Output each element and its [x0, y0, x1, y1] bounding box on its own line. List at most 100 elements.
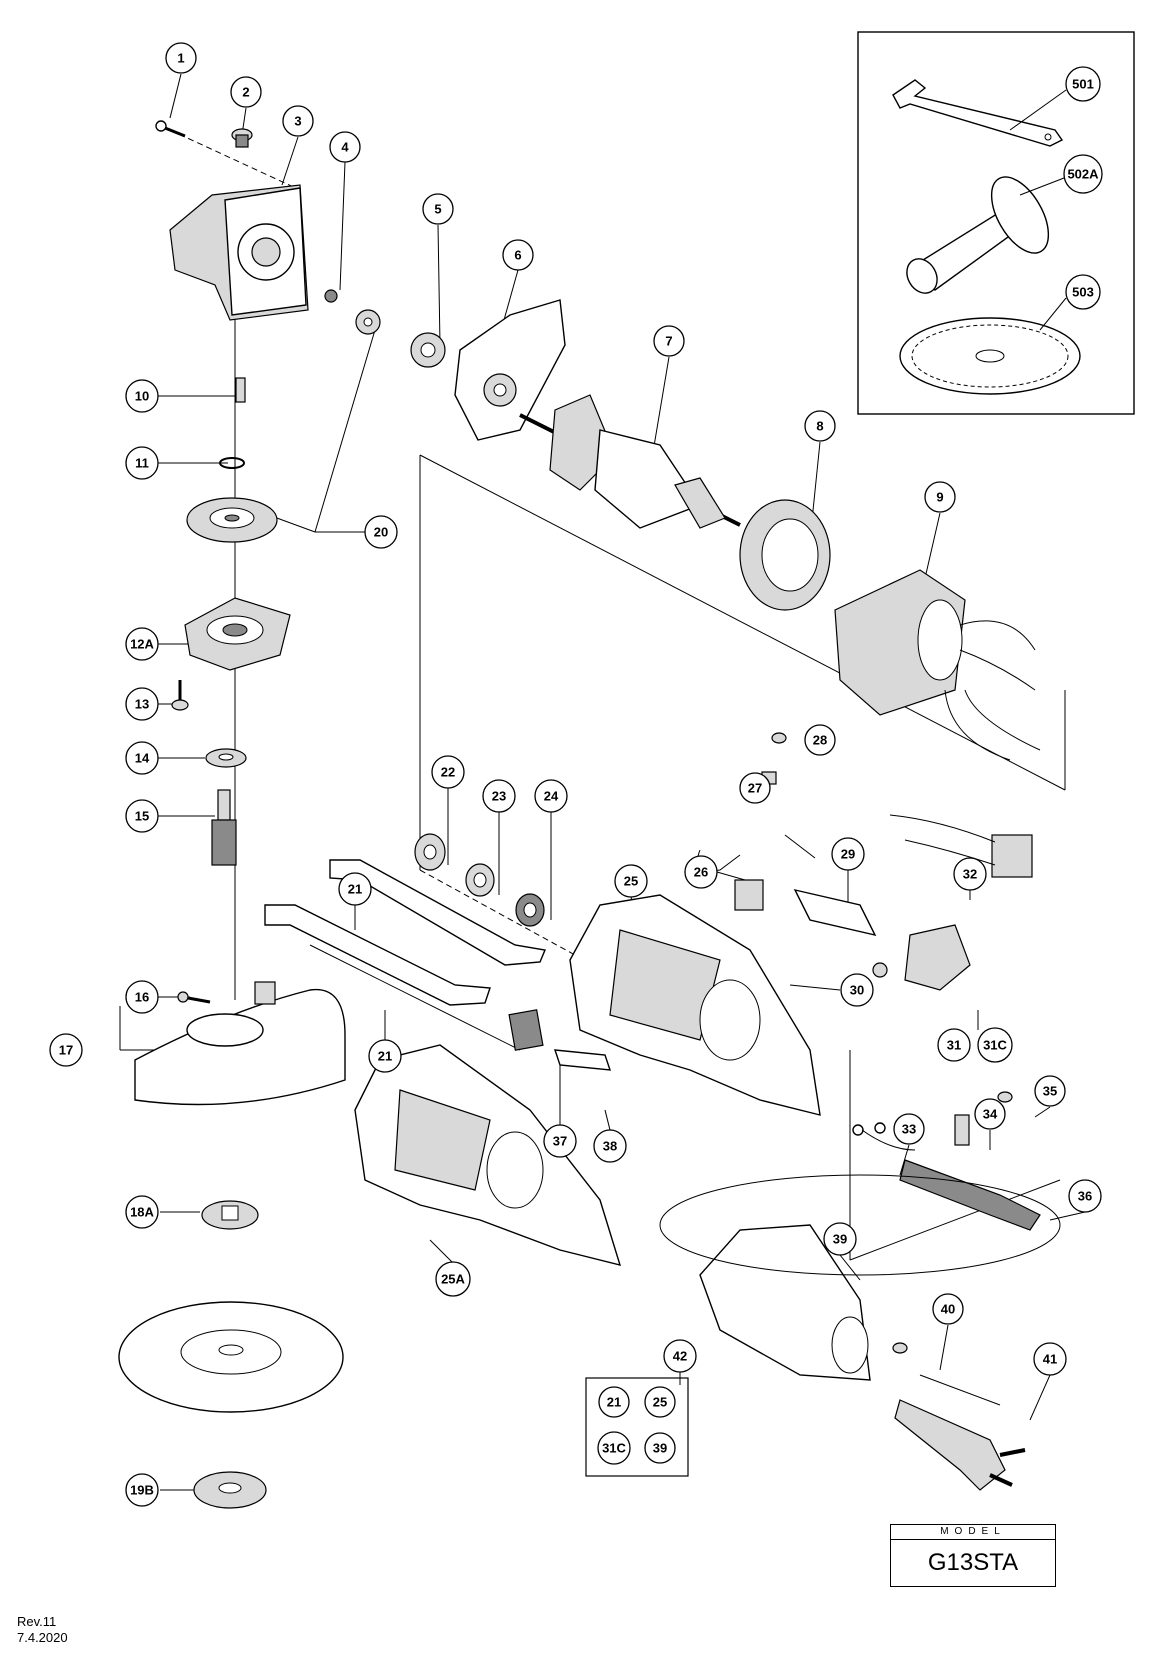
- svg-text:26: 26: [694, 865, 708, 880]
- svg-text:39: 39: [833, 1232, 847, 1247]
- svg-text:25: 25: [624, 874, 638, 889]
- svg-text:23: 23: [492, 789, 506, 804]
- callout-30: 30: [840, 973, 874, 1007]
- armature-7: [519, 394, 741, 529]
- callout-28: 28: [804, 724, 836, 756]
- callout-27: 27: [739, 772, 771, 804]
- svg-text:20: 20: [374, 525, 388, 540]
- callout-15: 15: [125, 799, 159, 833]
- svg-text:22: 22: [441, 765, 455, 780]
- callout-29: 29: [831, 837, 865, 871]
- svg-text:36: 36: [1078, 1189, 1092, 1204]
- callout-6: 6: [502, 239, 534, 271]
- wheel-guard-17: [134, 981, 346, 1106]
- callout-12A: 12A: [125, 627, 159, 661]
- callout-34: 34: [974, 1098, 1006, 1130]
- callout-501: 501: [1065, 66, 1101, 102]
- cap-2: [231, 128, 253, 148]
- svg-text:14: 14: [135, 751, 150, 766]
- callout-25A: 25A: [435, 1261, 471, 1297]
- callout-19B: 19B: [125, 1473, 159, 1507]
- name-plate-38: [553, 1049, 612, 1071]
- screw-16: [177, 991, 211, 1004]
- svg-text:25: 25: [653, 1395, 667, 1410]
- callout-36: 36: [1068, 1179, 1102, 1213]
- svg-text:31C: 31C: [983, 1038, 1007, 1053]
- svg-text:501: 501: [1072, 77, 1094, 92]
- lead-wire-33: [852, 1122, 916, 1151]
- callout-26: 26: [684, 855, 718, 889]
- kit-box-42: [585, 1377, 689, 1477]
- callout-42: 42: [663, 1339, 697, 1373]
- revision-date: 7.4.2020: [17, 1630, 68, 1645]
- callout-5: 5: [422, 193, 454, 225]
- svg-text:16: 16: [135, 990, 149, 1005]
- leader-501: [1009, 89, 1067, 131]
- spindle-15: [211, 789, 237, 866]
- leader-503: [1039, 297, 1067, 331]
- cord-clip-34: [954, 1114, 970, 1146]
- wheel-nut-19B: [193, 1471, 267, 1509]
- ball-bearing-22: [414, 833, 446, 871]
- switch-knob-37: [508, 1009, 544, 1051]
- callout-25: 25: [614, 864, 648, 898]
- screw-28: [771, 732, 787, 744]
- callout-37: 37: [543, 1124, 577, 1158]
- side-handle: [906, 176, 1050, 294]
- kit-callout-21: 21: [598, 1386, 630, 1418]
- svg-text:2: 2: [242, 85, 249, 100]
- svg-text:33: 33: [902, 1122, 916, 1137]
- svg-text:42: 42: [673, 1349, 687, 1364]
- callout-22: 22: [431, 755, 465, 789]
- inner-cover-6: [454, 299, 566, 441]
- callout-7: 7: [653, 325, 685, 357]
- svg-text:10: 10: [135, 389, 149, 404]
- gear-cover-3: [169, 184, 309, 321]
- rubber-ring-24: [515, 893, 545, 927]
- revision-number: Rev.11: [17, 1614, 57, 1629]
- callout-18A: 18A: [125, 1195, 159, 1229]
- callout-14: 14: [125, 741, 159, 775]
- callout-24: 24: [534, 779, 568, 813]
- callout-11: 11: [125, 446, 159, 480]
- model-name: G13STA: [927, 1549, 1019, 1576]
- pin-10: [235, 377, 246, 403]
- callout-20: 20: [364, 515, 398, 549]
- noise-suppressor-32: [889, 814, 1033, 878]
- housing-25: [569, 894, 821, 1116]
- svg-text:8: 8: [816, 419, 823, 434]
- callout-39: 39: [823, 1222, 857, 1256]
- bearing-housing-12A: [184, 597, 291, 671]
- callout-503: 503: [1065, 274, 1101, 310]
- washer-14: [205, 748, 247, 768]
- svg-text:21: 21: [348, 882, 362, 897]
- svg-text:40: 40: [941, 1302, 955, 1317]
- svg-text:18A: 18A: [130, 1205, 154, 1220]
- callout-21a: 21: [338, 872, 372, 906]
- svg-text:12A: 12A: [130, 637, 154, 652]
- screw-1: [155, 120, 186, 138]
- callout-16: 16: [125, 980, 159, 1014]
- callout-4: 4: [329, 131, 361, 163]
- svg-text:21: 21: [378, 1049, 392, 1064]
- callout-32: 32: [953, 857, 987, 891]
- model-label: MODEL: [891, 1525, 1055, 1540]
- svg-text:15: 15: [135, 809, 149, 824]
- callout-40: 40: [932, 1293, 964, 1325]
- tail-cover-39: [699, 1224, 871, 1381]
- callout-41: 41: [1033, 1342, 1067, 1376]
- kit-callout-25: 25: [644, 1386, 676, 1418]
- callout-35: 35: [1034, 1075, 1066, 1107]
- retaining-ring-11: [219, 457, 245, 469]
- callout-9: 9: [924, 481, 956, 513]
- svg-text:5: 5: [434, 202, 441, 217]
- callout-1: 1: [165, 42, 197, 74]
- pinion-gear: [355, 309, 381, 335]
- callout-31C: 31C: [977, 1027, 1013, 1063]
- svg-text:13: 13: [135, 697, 149, 712]
- callout-21b: 21: [368, 1039, 402, 1073]
- cord-armor-36: [899, 1159, 1041, 1231]
- accessories-box: [857, 31, 1135, 415]
- nut-4: [324, 289, 338, 303]
